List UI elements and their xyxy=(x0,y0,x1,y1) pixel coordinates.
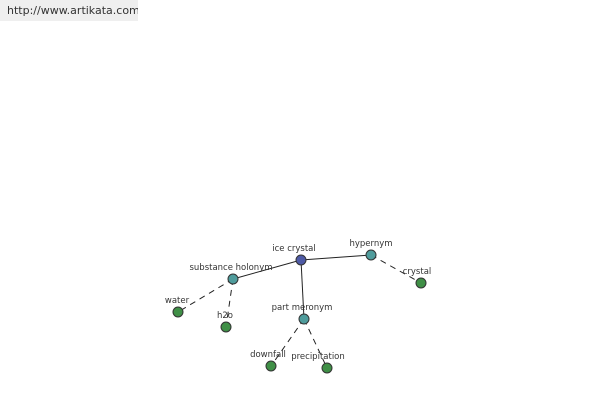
edge-ice-crystal-to-substance-holonym xyxy=(232,259,302,280)
node-label-part-meronym[interactable]: part meronym xyxy=(272,303,333,313)
node-h2o[interactable] xyxy=(220,321,232,333)
node-ice-crystal[interactable] xyxy=(295,254,307,266)
node-part-meronym[interactable] xyxy=(298,313,310,325)
edge-substance-holonym-to-h2o xyxy=(225,278,234,328)
edges-layer xyxy=(177,254,422,369)
node-crystal[interactable] xyxy=(415,277,427,289)
node-label-downfall[interactable]: downfall xyxy=(250,350,286,360)
node-label-h2o[interactable]: h2o xyxy=(217,311,233,321)
edge-hypernym-to-crystal xyxy=(370,254,422,284)
node-substance-holonym[interactable] xyxy=(227,273,239,285)
node-label-ice-crystal[interactable]: ice crystal xyxy=(272,244,316,254)
edge-part-meronym-to-downfall xyxy=(270,318,305,367)
node-label-precipitation[interactable]: precipitation xyxy=(291,352,345,362)
nodes-layer xyxy=(172,249,427,374)
node-hypernym[interactable] xyxy=(365,249,377,261)
node-downfall[interactable] xyxy=(265,360,277,372)
edge-ice-crystal-to-part-meronym xyxy=(300,259,305,320)
node-label-hypernym[interactable]: hypernym xyxy=(349,239,392,249)
edge-ice-crystal-to-hypernym xyxy=(300,254,372,261)
node-label-substance-holonym[interactable]: substance holonym xyxy=(189,263,272,273)
node-label-crystal[interactable]: crystal xyxy=(403,267,432,277)
labels-layer: ice crystal hypernym substance holonym part… xyxy=(165,239,431,362)
source-url[interactable]: http://www.artikata.com xyxy=(0,0,138,21)
node-water[interactable] xyxy=(172,306,184,318)
node-precipitation[interactable] xyxy=(321,362,333,374)
edge-part-meronym-to-precipitation xyxy=(303,318,328,369)
node-label-water[interactable]: water xyxy=(165,296,190,306)
